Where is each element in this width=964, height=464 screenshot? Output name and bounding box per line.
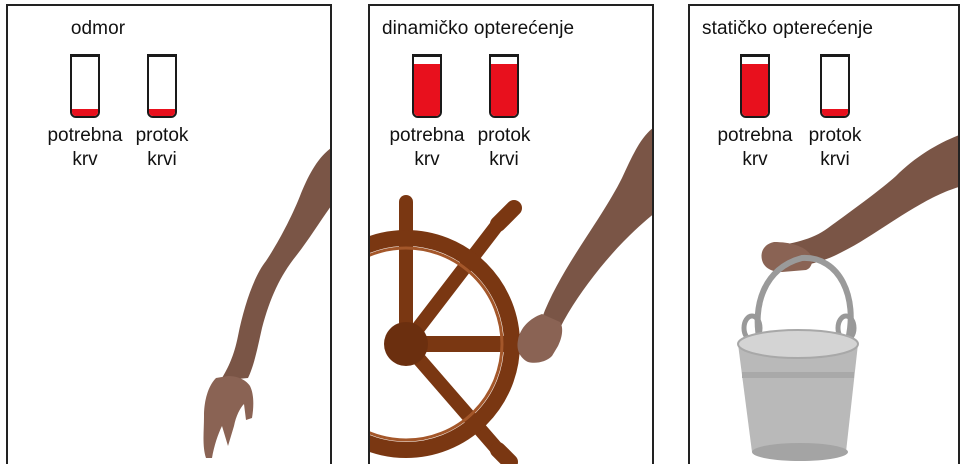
tube-label: potrebna krv	[40, 124, 130, 172]
bucket-body	[738, 344, 858, 452]
bucket-icon	[737, 135, 958, 461]
tube-label: potrebna krv	[710, 124, 800, 172]
hand-shape	[203, 376, 254, 458]
tube-label: potrebna krv	[382, 124, 472, 172]
tube-label-line: potrebna	[389, 125, 465, 146]
tube-fill	[72, 108, 98, 116]
tube-label-line: krv	[414, 149, 440, 170]
tube-label: protok krvi	[117, 124, 207, 172]
panel-rest: odmor potrebna krv protok krvi	[6, 4, 332, 464]
panel-title: statičko opterećenje	[702, 18, 873, 39]
hand-shape	[517, 314, 563, 363]
arm-shape	[216, 148, 330, 381]
tube-fill	[414, 64, 440, 116]
arm-shape	[774, 135, 958, 268]
hand-shape	[761, 242, 813, 272]
tube-label: protok krvi	[790, 124, 880, 172]
wheel-rim	[370, 230, 520, 458]
panel-title: dinamičko opterećenje	[382, 18, 575, 39]
tube-fill	[742, 64, 768, 116]
tube-protok-krvi	[147, 54, 177, 118]
bucket-rim	[737, 329, 859, 359]
tube-potrebna-krv	[412, 54, 442, 118]
tube-label-line: krvi	[489, 149, 519, 170]
wheel-rim-highlight	[370, 246, 504, 442]
bucket-base	[752, 443, 848, 461]
tube-fill	[822, 108, 848, 116]
tube-protok-krvi	[820, 54, 850, 118]
hanging-arm-icon	[203, 148, 330, 458]
tube-label-line: potrebna	[47, 125, 123, 146]
tube-potrebna-krv	[70, 54, 100, 118]
bucket-handle	[754, 254, 854, 343]
wheel-hub	[384, 322, 428, 366]
tube-fill	[149, 108, 175, 116]
panel-title: odmor	[70, 18, 126, 39]
tube-label-line: krvi	[147, 149, 177, 170]
tube-label-line: krv	[72, 149, 98, 170]
panel-dynamic-load: dinamičko opterećenje potrebna krv proto…	[368, 4, 654, 464]
tube-protok-krvi	[489, 54, 519, 118]
tube-label-line: protok	[135, 125, 189, 146]
tube-label-line: krv	[742, 149, 768, 170]
tube-label-line: protok	[477, 125, 531, 146]
tube-potrebna-krv	[740, 54, 770, 118]
tube-label: protok krvi	[459, 124, 549, 172]
tube-label-line: protok	[808, 125, 862, 146]
tube-label-line: potrebna	[717, 125, 793, 146]
tube-fill	[491, 64, 517, 116]
ship-wheel-icon	[370, 128, 652, 464]
tube-label-line: krvi	[820, 149, 850, 170]
panel-static-load: statičko opterećenje potrebna krv protok…	[688, 4, 960, 464]
bucket-band	[742, 372, 854, 378]
arm-shape	[542, 128, 652, 328]
